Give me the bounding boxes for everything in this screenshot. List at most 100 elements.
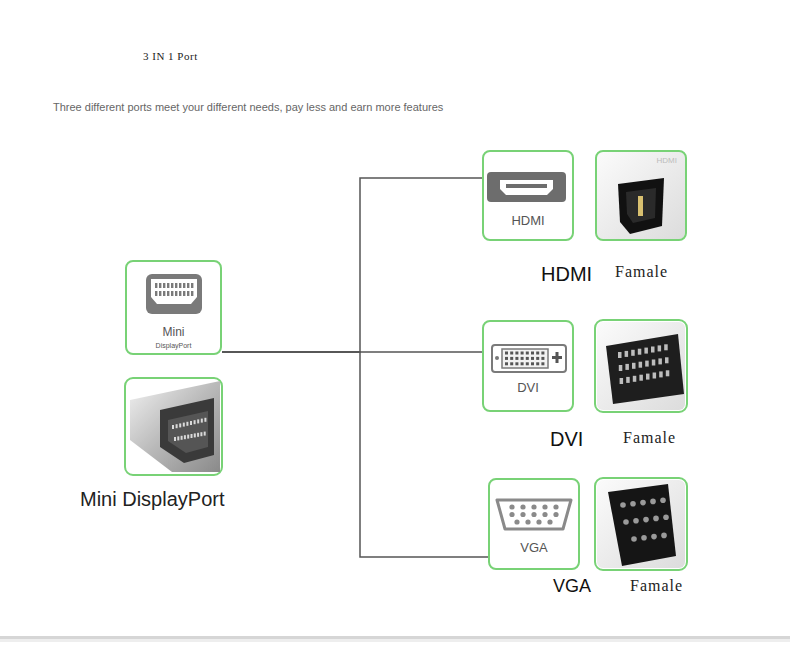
- illustration-detail: [495, 356, 499, 360]
- port-icon-box: VGA: [488, 478, 580, 570]
- illustration-detail: [597, 480, 685, 568]
- illustration-detail: [645, 361, 649, 367]
- illustration-detail: [160, 398, 214, 463]
- illustration-detail: [492, 345, 566, 372]
- illustration-detail: [187, 435, 189, 439]
- illustration-detail: [520, 512, 525, 517]
- illustration-detail: [597, 322, 685, 410]
- illustration-detail: [175, 291, 177, 296]
- illustration-detail: [620, 497, 669, 541]
- port-name: Mini DisplayPort: [80, 488, 224, 511]
- illustration-detail: [531, 362, 534, 365]
- illustration-detail: [155, 283, 193, 296]
- illustration-detail: [536, 357, 539, 360]
- hdmi-photo: [597, 152, 685, 239]
- illustration-detail: [644, 348, 648, 354]
- illustration-detail: [541, 362, 544, 365]
- illustration-detail: [509, 504, 514, 509]
- illustration-detail: [619, 365, 623, 371]
- port-photo-box: HDMI: [595, 150, 687, 241]
- vga-icon: [497, 500, 571, 529]
- port-icon-box: DVI: [482, 320, 574, 412]
- illustration-detail: [159, 283, 161, 288]
- illustration-detail: [536, 519, 541, 524]
- illustration-detail: [159, 291, 161, 296]
- illustration-detail: [505, 357, 508, 360]
- illustration-detail: [651, 534, 657, 540]
- page-title: 3 IN 1 Port: [143, 50, 198, 63]
- port-icon-box: HDMI: [482, 150, 574, 241]
- illustration-detail: [542, 512, 547, 517]
- dvi-icon: [492, 345, 566, 372]
- illustration-detail: [168, 411, 208, 453]
- illustration-detail: [541, 352, 544, 355]
- hdmi-icon: [487, 172, 566, 202]
- illustration-detail: [125, 378, 222, 475]
- illustration-detail: [194, 420, 196, 424]
- illustration-detail: [618, 178, 664, 234]
- illustration-detail: [651, 347, 655, 353]
- illustration-detail: [623, 519, 629, 525]
- port-gender: Famale: [623, 429, 676, 447]
- illustration-detail: [658, 358, 662, 364]
- vga-photo: [595, 478, 687, 570]
- illustration-detail: [146, 274, 202, 314]
- illustration-detail: [183, 291, 185, 296]
- illustration-detail: [191, 283, 193, 288]
- illustration-detail: [632, 363, 636, 369]
- illustration-detail: [510, 362, 513, 365]
- illustration-detail: [626, 188, 656, 223]
- illustration-detail: [171, 283, 173, 288]
- illustration-detail: [595, 320, 687, 412]
- illustration-detail: [184, 435, 186, 439]
- illustration-detail: [652, 360, 656, 366]
- illustration-detail: [595, 478, 687, 570]
- port-text: VGA: [490, 541, 578, 555]
- port-text: HDMI: [484, 214, 572, 228]
- port-gender: Famale: [615, 263, 668, 281]
- bottom-shadow: [0, 639, 790, 642]
- illustration-detail: [497, 500, 571, 529]
- illustration-detail: [660, 497, 666, 503]
- port-gender: Famale: [630, 577, 683, 595]
- illustration-detail: [200, 432, 202, 436]
- illustration-detail: [197, 419, 199, 423]
- illustration-detail: [502, 349, 548, 368]
- illustration-detail: [163, 283, 165, 288]
- illustration-detail: [541, 357, 544, 360]
- illustration-detail: [531, 357, 534, 360]
- port-text: DVI: [484, 381, 572, 395]
- subtitle: Three different ports meet your differen…: [53, 101, 443, 114]
- port-icon-box: MiniDisplayPort: [125, 260, 222, 355]
- illustration-detail: [187, 291, 189, 296]
- illustration-detail: [204, 418, 206, 422]
- illustration-detail: [163, 291, 165, 296]
- illustration-detail: [638, 349, 642, 355]
- illustration-detail: [172, 425, 174, 429]
- illustration-detail: [155, 283, 157, 288]
- illustration-detail: [183, 423, 185, 427]
- illustration-detail: [633, 518, 639, 524]
- illustration-detail: [179, 283, 181, 288]
- illustration-detail: [179, 291, 181, 296]
- illustration-detail: [653, 516, 659, 522]
- illustration-detail: [661, 533, 667, 539]
- illustration-detail: [526, 362, 529, 365]
- illustration-detail: [191, 291, 193, 296]
- illustration-detail: [201, 419, 203, 423]
- illustration-detail: [526, 352, 529, 355]
- illustration-detail: [626, 377, 630, 383]
- branch-connector: [222, 178, 482, 352]
- illustration-detail: [155, 291, 157, 296]
- illustration-detail: [625, 364, 629, 370]
- port-name: DVI: [550, 428, 583, 451]
- illustration-detail: [190, 421, 192, 425]
- illustration-detail: [151, 279, 197, 304]
- illustration-detail: [641, 535, 647, 541]
- bottom-rule: [0, 636, 790, 639]
- illustration-detail: [531, 512, 536, 517]
